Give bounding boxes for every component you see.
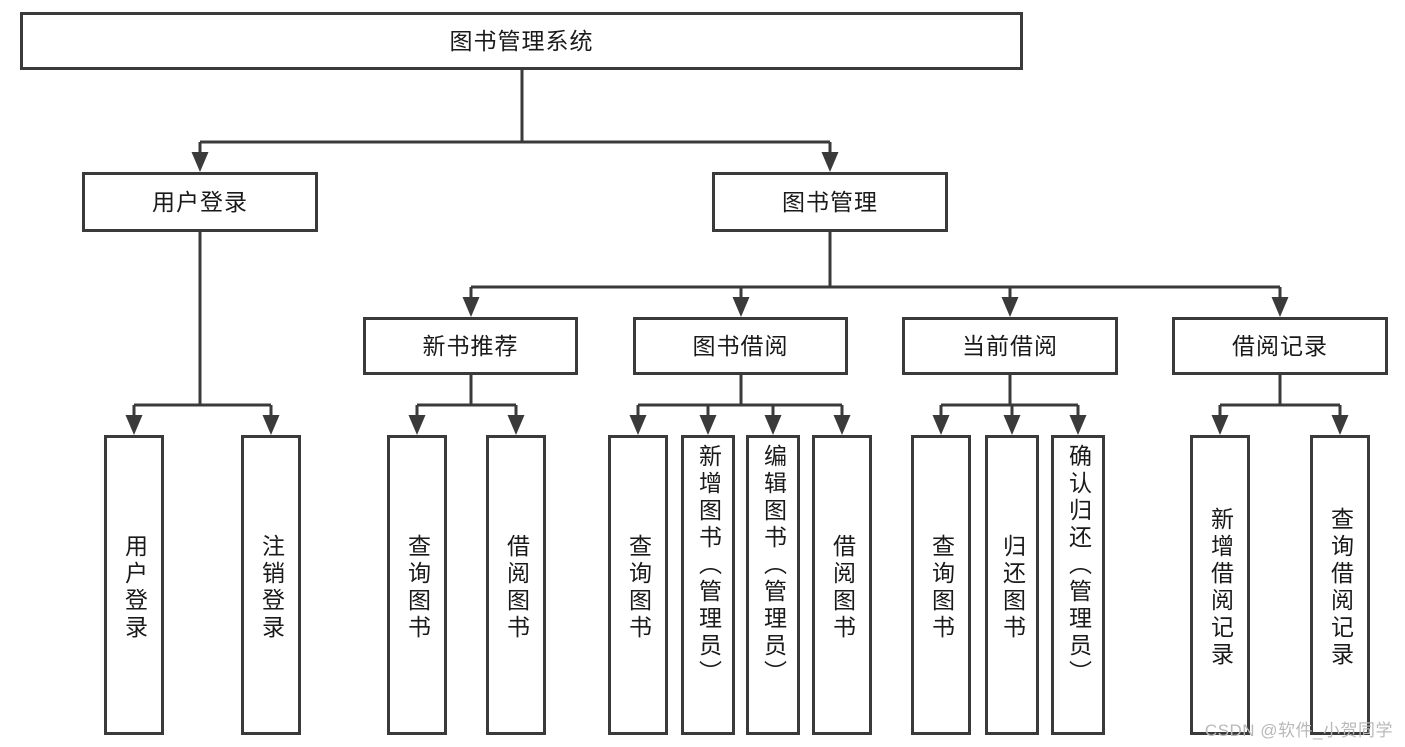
node-label: 查询图书: [404, 534, 431, 642]
connector-arrowhead: [821, 152, 839, 172]
node-book-borrow[interactable]: 图书借阅: [633, 317, 848, 375]
connector-arrowhead: [764, 415, 782, 435]
node-label: 借阅记录: [1232, 332, 1328, 359]
connector-arrowhead: [408, 415, 426, 435]
connector-arrowhead: [191, 152, 209, 172]
leaf-borrow-book-recommend[interactable]: 借阅图书: [486, 435, 546, 735]
leaf-query-book-current[interactable]: 查询图书: [911, 435, 971, 735]
node-current-borrow[interactable]: 当前借阅: [902, 317, 1118, 375]
leaf-confirm-return-admin[interactable]: 确认归还（管理员）: [1051, 435, 1105, 735]
node-label: 用户登录: [152, 188, 248, 215]
leaf-add-borrow-record[interactable]: 新增借阅记录: [1190, 435, 1250, 735]
connector-arrowhead: [1069, 415, 1087, 435]
connector-arrowhead: [1001, 297, 1019, 317]
connector-arrowhead: [699, 415, 717, 435]
node-label: 用户登录: [121, 534, 148, 642]
node-label: 确认归还（管理员）: [1065, 444, 1092, 687]
node-book-management[interactable]: 图书管理: [712, 172, 948, 232]
leaf-return-book[interactable]: 归还图书: [985, 435, 1039, 735]
connector-arrowhead: [932, 415, 950, 435]
watermark-text: CSDN @软件_小贺同学: [1204, 721, 1393, 740]
node-label: 图书管理系统: [449, 27, 594, 54]
leaf-edit-book-admin[interactable]: 编辑图书（管理员）: [746, 435, 800, 735]
connector-arrowhead: [1211, 415, 1229, 435]
leaf-query-book-borrow[interactable]: 查询图书: [608, 435, 668, 735]
node-label: 借阅图书: [829, 534, 856, 642]
node-label: 归还图书: [999, 534, 1026, 642]
node-root-system[interactable]: 图书管理系统: [20, 12, 1023, 70]
node-label: 当前借阅: [962, 332, 1058, 359]
leaf-query-book-recommend[interactable]: 查询图书: [387, 435, 447, 735]
connector-arrowhead: [1331, 415, 1349, 435]
connector-arrowhead: [1003, 415, 1021, 435]
connector-arrowhead: [732, 297, 750, 317]
connector-arrowhead: [462, 297, 480, 317]
node-label: 注销登录: [258, 534, 285, 642]
connector-arrowhead: [507, 415, 525, 435]
leaf-borrow-book[interactable]: 借阅图书: [812, 435, 872, 735]
node-label: 新增借阅记录: [1207, 507, 1234, 669]
connector-arrowhead: [125, 415, 143, 435]
connector-arrowhead: [833, 415, 851, 435]
node-label: 编辑图书（管理员）: [760, 444, 787, 687]
node-label: 图书管理: [782, 188, 878, 215]
leaf-query-borrow-record[interactable]: 查询借阅记录: [1310, 435, 1370, 735]
connector-arrowhead: [1271, 297, 1289, 317]
node-label: 查询借阅记录: [1327, 507, 1354, 669]
leaf-user-login[interactable]: 用户登录: [104, 435, 164, 735]
node-label: 图书借阅: [692, 332, 789, 359]
connector-arrowhead: [262, 415, 280, 435]
node-label: 新书推荐: [422, 332, 519, 359]
node-label: 借阅图书: [503, 534, 530, 642]
node-label: 查询图书: [625, 534, 652, 642]
leaf-logout[interactable]: 注销登录: [241, 435, 301, 735]
connector-arrowhead: [629, 415, 647, 435]
node-label: 新增图书（管理员）: [695, 444, 722, 687]
node-borrow-record[interactable]: 借阅记录: [1172, 317, 1388, 375]
node-label: 查询图书: [928, 534, 955, 642]
leaf-add-book-admin[interactable]: 新增图书（管理员）: [681, 435, 735, 735]
node-new-book-recommend[interactable]: 新书推荐: [363, 317, 578, 375]
node-user-login[interactable]: 用户登录: [82, 172, 318, 232]
